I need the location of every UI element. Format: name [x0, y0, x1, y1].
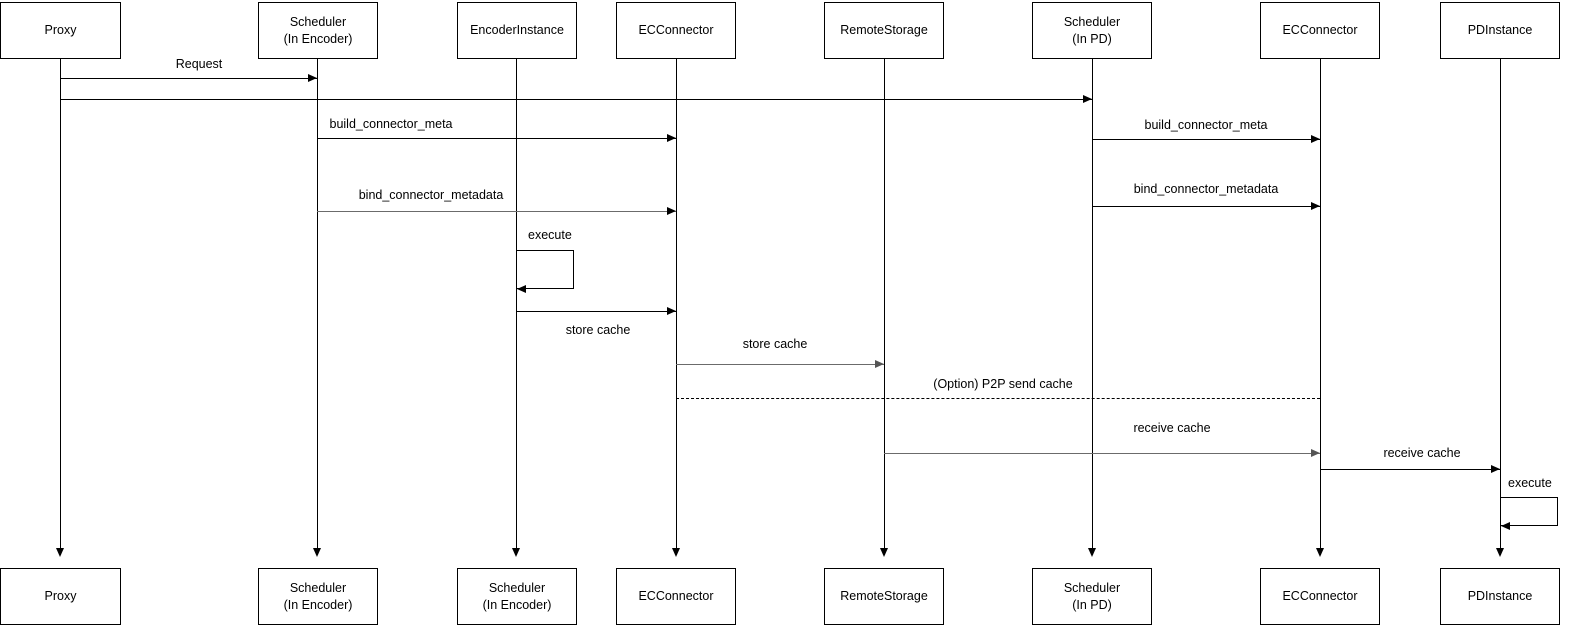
lifeline-end-arrow-pd-instance — [1496, 548, 1504, 557]
message-line-build-connector-meta-left[interactable] — [317, 138, 676, 139]
message-arrowhead-store-cache-encoder — [667, 306, 676, 315]
participant-label: PDInstance — [1467, 23, 1533, 38]
participant-box-scheduler-encoder-top[interactable]: Scheduler (In Encoder) — [258, 2, 378, 59]
participant-box-ec-connector-1-top[interactable]: ECConnector — [616, 2, 736, 59]
participant-sublabel: (In PD) — [1072, 597, 1112, 612]
message-arrowhead-request — [308, 73, 317, 82]
message-label-execute-pd: execute — [1508, 476, 1552, 490]
message-label-execute-encoder: execute — [528, 228, 572, 242]
self-loop-arrowhead-execute-pd — [1501, 521, 1510, 530]
participant-box-proxy-top[interactable]: Proxy — [0, 2, 121, 59]
participant-box-proxy-bottom[interactable]: Proxy — [0, 568, 121, 625]
participant-box-scheduler-encoder-bottom[interactable]: Scheduler (In Encoder) — [258, 568, 378, 625]
self-loop-execute-encoder[interactable] — [516, 250, 574, 289]
message-arrowhead-receive-cache-connector — [1311, 448, 1320, 457]
message-line-proxy-to-scheduler-pd[interactable] — [60, 99, 1092, 100]
message-line-bind-connector-metadata-left[interactable] — [317, 211, 676, 212]
participant-box-remote-storage-top[interactable]: RemoteStorage — [824, 2, 944, 59]
participant-box-ec-connector-1-bottom[interactable]: ECConnector — [616, 568, 736, 625]
lifeline-end-arrow-scheduler-encoder — [313, 548, 321, 557]
message-arrowhead-receive-cache-pd — [1491, 464, 1500, 473]
message-arrowhead-bind-connector-metadata-left — [667, 206, 676, 215]
message-label-request: Request — [175, 57, 223, 71]
participant-label: ECConnector — [1282, 589, 1358, 604]
lifeline-end-arrow-ec-connector-1 — [672, 548, 680, 557]
lifeline-end-arrow-encoder-instance — [512, 548, 520, 557]
message-line-request[interactable] — [60, 78, 317, 79]
lifeline-proxy — [60, 59, 61, 555]
message-label-receive-cache-pd: receive cache — [1383, 446, 1461, 460]
message-arrowhead-proxy-to-scheduler-pd — [1083, 94, 1092, 103]
participant-box-scheduler-pd-bottom[interactable]: Scheduler (In PD) — [1032, 568, 1152, 625]
participant-label: RemoteStorage — [840, 589, 928, 604]
participant-box-pd-instance-top[interactable]: PDInstance — [1440, 2, 1560, 59]
message-arrowhead-build-connector-meta-left — [667, 133, 676, 142]
participant-sublabel: (In Encoder) — [482, 597, 552, 612]
participant-label: RemoteStorage — [840, 23, 928, 38]
message-arrowhead-store-cache-remote — [875, 359, 884, 368]
participant-box-ec-connector-2-bottom[interactable]: ECConnector — [1260, 568, 1380, 625]
self-loop-execute-pd[interactable] — [1500, 497, 1558, 526]
participant-sublabel: (In PD) — [1072, 31, 1112, 46]
message-line-receive-cache-connector[interactable] — [884, 453, 1320, 454]
participant-label: PDInstance — [1467, 589, 1533, 604]
participant-sublabel: (In Encoder) — [283, 31, 353, 46]
participant-box-ec-connector-2-top[interactable]: ECConnector — [1260, 2, 1380, 59]
participant-label: ECConnector — [1282, 23, 1358, 38]
message-label-bind-connector-metadata-right: bind_connector_metadata — [1133, 182, 1279, 196]
message-label-p2p-send-cache: (Option) P2P send cache — [933, 377, 1073, 391]
message-label-bind-connector-metadata-left: bind_connector_metadata — [358, 188, 504, 202]
message-label-store-cache-encoder: store cache — [565, 323, 631, 337]
lifeline-remote-storage — [884, 59, 885, 555]
participant-label: Scheduler — [289, 580, 347, 595]
message-line-store-cache-encoder[interactable] — [516, 311, 676, 312]
self-loop-arrowhead-execute-encoder — [517, 284, 526, 293]
lifeline-end-arrow-scheduler-pd — [1088, 548, 1096, 557]
participant-label: Scheduler — [1063, 14, 1121, 29]
lifeline-ec-connector-2 — [1320, 59, 1321, 555]
message-label-build-connector-meta-right: build_connector_meta — [1144, 118, 1268, 132]
participant-label: Scheduler — [488, 580, 546, 595]
message-line-bind-connector-metadata-right[interactable] — [1092, 206, 1320, 207]
participant-label: ECConnector — [638, 589, 714, 604]
lifeline-scheduler-pd — [1092, 59, 1093, 555]
lifeline-encoder-instance — [516, 59, 517, 555]
participant-box-pd-instance-bottom[interactable]: PDInstance — [1440, 568, 1560, 625]
participant-label: ECConnector — [638, 23, 714, 38]
participant-sublabel: (In Encoder) — [283, 597, 353, 612]
lifeline-pd-instance — [1500, 59, 1501, 555]
message-line-build-connector-meta-right[interactable] — [1092, 139, 1320, 140]
message-line-p2p-send-cache[interactable] — [676, 398, 1320, 399]
participant-label: Proxy — [44, 589, 77, 604]
message-label-build-connector-meta-left: build_connector_meta — [329, 117, 453, 131]
message-arrowhead-build-connector-meta-right — [1311, 134, 1320, 143]
message-line-store-cache-remote[interactable] — [676, 364, 884, 365]
lifeline-end-arrow-ec-connector-2 — [1316, 548, 1324, 557]
participant-box-encoder-instance-top[interactable]: EncoderInstance — [457, 2, 577, 59]
participant-label: Scheduler — [1063, 580, 1121, 595]
lifeline-end-arrow-proxy — [56, 548, 64, 557]
participant-box-scheduler-pd-top[interactable]: Scheduler (In PD) — [1032, 2, 1152, 59]
message-label-store-cache-remote: store cache — [742, 337, 808, 351]
lifeline-scheduler-encoder — [317, 59, 318, 555]
message-line-receive-cache-pd[interactable] — [1320, 469, 1500, 470]
participant-label: Scheduler — [289, 14, 347, 29]
participant-label: Proxy — [44, 23, 77, 38]
participant-label: EncoderInstance — [470, 23, 564, 38]
message-label-receive-cache-connector: receive cache — [1133, 421, 1211, 435]
participant-box-encoder-instance-bottom[interactable]: Scheduler (In Encoder) — [457, 568, 577, 625]
participant-box-remote-storage-bottom[interactable]: RemoteStorage — [824, 568, 944, 625]
lifeline-ec-connector-1 — [676, 59, 677, 555]
message-arrowhead-bind-connector-metadata-right — [1311, 201, 1320, 210]
lifeline-end-arrow-remote-storage — [880, 548, 888, 557]
